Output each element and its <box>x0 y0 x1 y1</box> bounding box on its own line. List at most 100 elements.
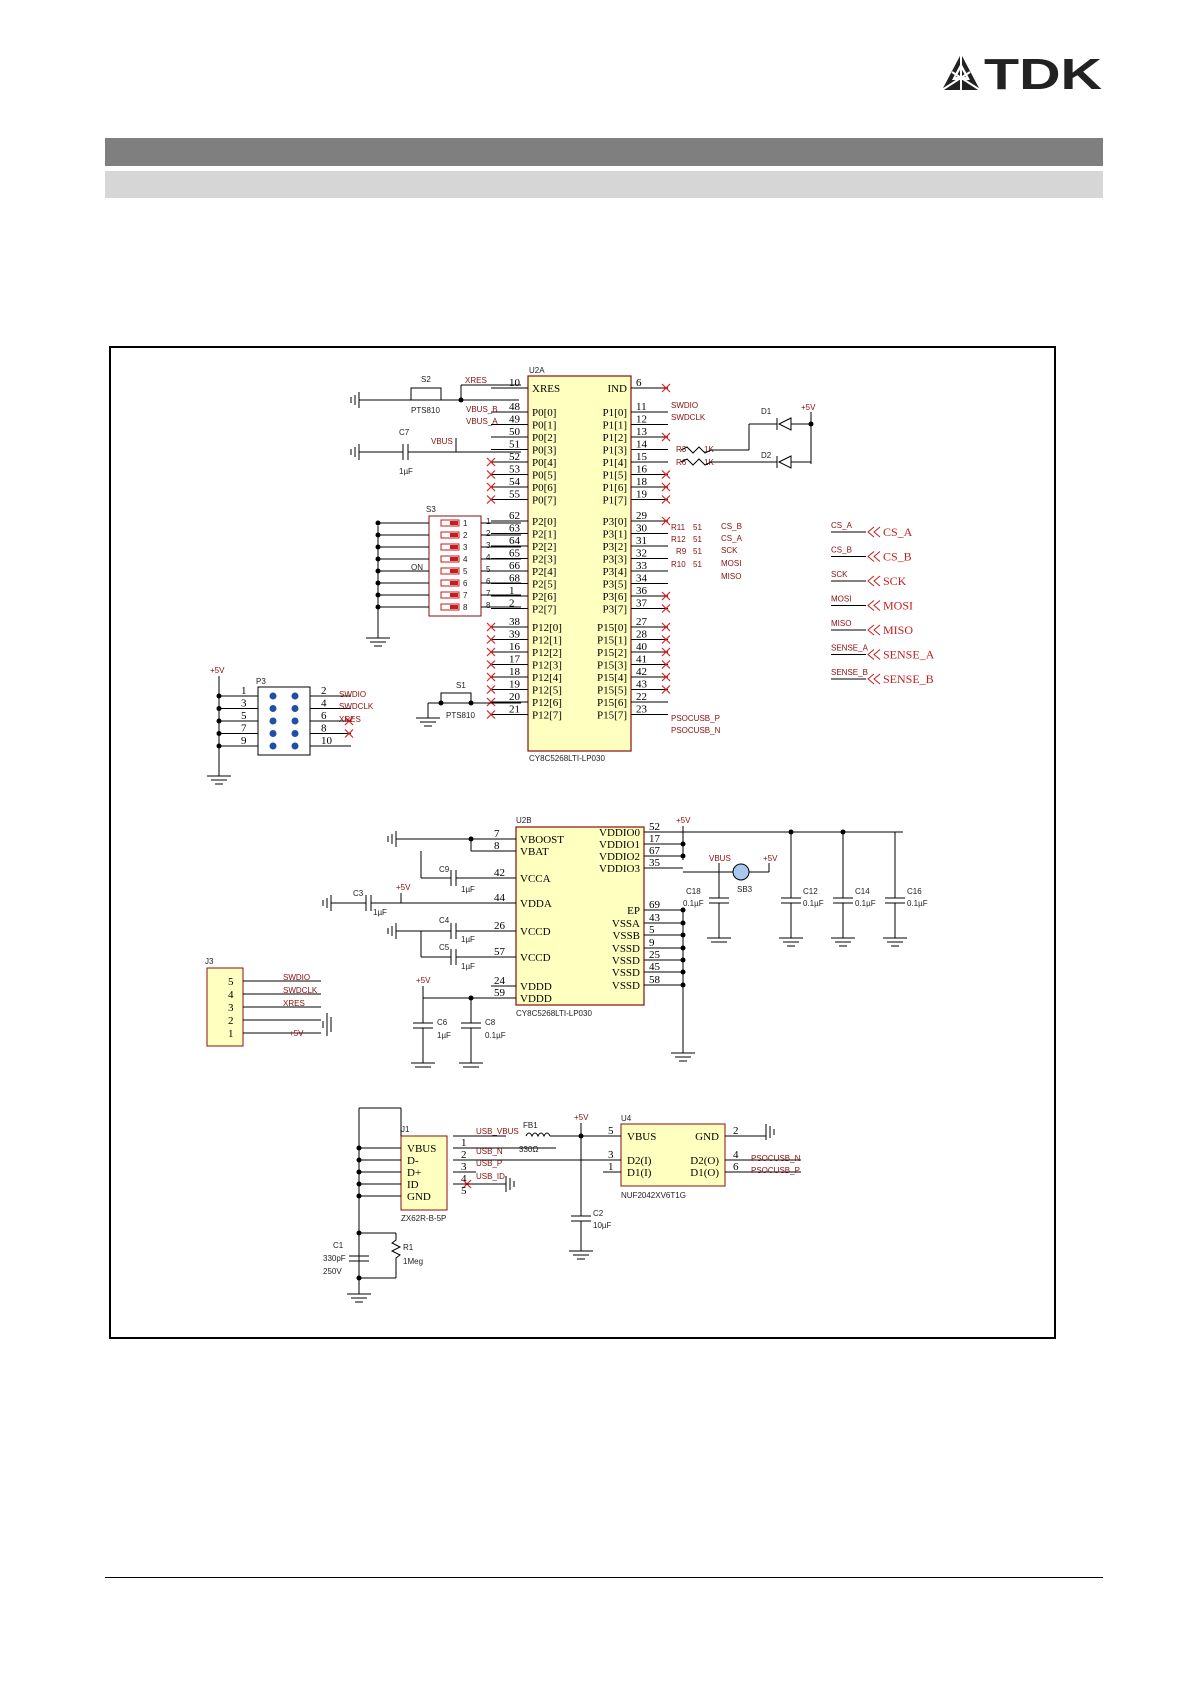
u2a-pin-number: 29 <box>636 510 648 522</box>
u2a-pin-label: P0[5] <box>532 470 556 482</box>
p3-pin-number: 1 <box>241 685 247 697</box>
s3-switch-number: 5 <box>463 567 468 576</box>
u2b-pin-number: 57 <box>494 946 506 958</box>
u2a-pin-label: P15[2] <box>597 647 627 659</box>
svg-text:PSOCUSB_P: PSOCUSB_P <box>671 714 720 723</box>
u2b-pin-label: VSSD <box>612 943 640 955</box>
u2a-pin-number: 18 <box>636 476 648 488</box>
svg-text:C9: C9 <box>439 865 450 874</box>
u2b-pin-number: 26 <box>494 920 506 932</box>
svg-text:1µF: 1µF <box>399 467 413 476</box>
j1-pin-label: D+ <box>407 1167 421 1179</box>
svg-text:C1: C1 <box>333 1241 344 1250</box>
u2a-pin-label: P1[7] <box>603 495 627 507</box>
s3-pin-number: 2 <box>486 529 491 538</box>
u2a-pin-label: P3[7] <box>603 604 627 616</box>
u2a-pin-number: 65 <box>509 548 521 560</box>
svg-text:CS_B: CS_B <box>721 522 742 531</box>
u2b-pin-number: 8 <box>494 840 500 852</box>
svg-text:+5V: +5V <box>210 666 225 675</box>
footer-rule <box>105 1577 1103 1578</box>
u2a-pin-number: 32 <box>636 548 647 560</box>
j1-pin-label: ID <box>407 1179 419 1191</box>
u2a-pin-number: 40 <box>636 641 648 653</box>
u4-pin-number: 6 <box>733 1161 739 1173</box>
port-net-label: CS_B <box>831 546 852 555</box>
u2a-pin-number: 39 <box>509 629 521 641</box>
tdk-logo-text: TDK <box>984 52 1102 94</box>
u2a-pin-number: 22 <box>636 691 647 703</box>
svg-text:S2: S2 <box>421 375 431 384</box>
svg-text:1µF: 1µF <box>461 935 475 944</box>
svg-text:ZX62R-B-5P: ZX62R-B-5P <box>401 1214 446 1223</box>
u2a-pin-label: P2[4] <box>532 566 556 578</box>
s3-pin-number: 3 <box>486 541 491 550</box>
s3-switch-number: 4 <box>463 555 468 564</box>
svg-text:USB_N: USB_N <box>476 1147 503 1156</box>
p3-pin-number: 6 <box>321 710 327 722</box>
svg-text:J1: J1 <box>401 1125 410 1134</box>
svg-text:USB_P: USB_P <box>476 1159 502 1168</box>
u2a-pin-label: P3[5] <box>603 579 627 591</box>
p3-pin-number: 3 <box>241 698 247 710</box>
u2b-pin-number: 43 <box>649 912 661 924</box>
svg-text:MISO: MISO <box>721 572 741 581</box>
s3-pin-number: 1 <box>486 517 491 526</box>
u2a-pin-label: P15[1] <box>597 635 627 647</box>
u2b-pin-number: 25 <box>649 949 661 961</box>
svg-text:XRES: XRES <box>339 715 361 724</box>
svg-text:R1: R1 <box>403 1243 414 1252</box>
u4-pin-label: GND <box>695 1131 719 1143</box>
u2a-pin-number: 63 <box>509 523 521 535</box>
u2a-part: CY8C5268LTI-LP030 <box>529 754 605 763</box>
svg-text:1µF: 1µF <box>461 962 475 971</box>
u2a-pin-label: P1[3] <box>603 445 627 457</box>
svg-text:51: 51 <box>693 547 702 556</box>
j1-pin-number: 1 <box>461 1137 467 1149</box>
u2a-pin-label: P0[1] <box>532 420 556 432</box>
u2a-pin-label: P2[5] <box>532 579 556 591</box>
decap-ref: C12 <box>803 887 818 896</box>
svg-text:C6: C6 <box>437 1018 448 1027</box>
svg-text:250V: 250V <box>323 1267 342 1276</box>
svg-text:D2: D2 <box>761 451 772 460</box>
svg-text:VBUS_A: VBUS_A <box>466 417 498 426</box>
u2a-chip: U2A CY8C5268LTI-LP030 XRES10P0[0]48P0[1]… <box>486 366 706 763</box>
u2a-pin-number: 37 <box>636 598 648 610</box>
u2a-pin-label: P2[6] <box>532 591 556 603</box>
svg-text:C5: C5 <box>439 943 450 952</box>
u2b-pin-number: 42 <box>494 867 505 879</box>
u2a-pin-number: 16 <box>636 464 648 476</box>
u2a-pin-label: P15[4] <box>597 672 627 684</box>
tdk-logo-mark-icon <box>941 54 981 91</box>
u2a-pin-label: P12[2] <box>532 647 562 659</box>
u2a-pin-label: P0[4] <box>532 457 556 469</box>
u2b-pin-label: VDDA <box>520 898 552 910</box>
svg-text:P3: P3 <box>256 677 266 686</box>
u2b-pin-number: 59 <box>494 987 506 999</box>
u2a-pin-number: 13 <box>636 426 648 438</box>
u2b-pin-label: VDDIO3 <box>599 863 640 875</box>
u4-pin-number: 4 <box>733 1149 739 1161</box>
svg-text:330pF: 330pF <box>323 1254 346 1263</box>
p3-pin-number: 9 <box>241 735 247 747</box>
u2a-pin-number: 27 <box>636 616 648 628</box>
u2b-pin-number: 45 <box>649 961 661 973</box>
svg-text:D1: D1 <box>761 407 772 416</box>
u2a-pin-label: P1[1] <box>603 420 627 432</box>
subsection-header-bar <box>105 171 1103 198</box>
svg-text:SCK: SCK <box>721 546 738 555</box>
u2b-pin-number: 17 <box>649 833 661 845</box>
j1-pin-number: 5 <box>461 1185 467 1197</box>
u2a-pin-label: P2[2] <box>532 541 556 553</box>
svg-text:PTS810: PTS810 <box>446 711 475 720</box>
u2a-pin-number: 12 <box>636 414 647 426</box>
svg-text:+5V: +5V <box>416 976 431 985</box>
port-flag-label: CS_A <box>883 525 913 539</box>
u2a-pin-label: P1[4] <box>603 457 627 469</box>
